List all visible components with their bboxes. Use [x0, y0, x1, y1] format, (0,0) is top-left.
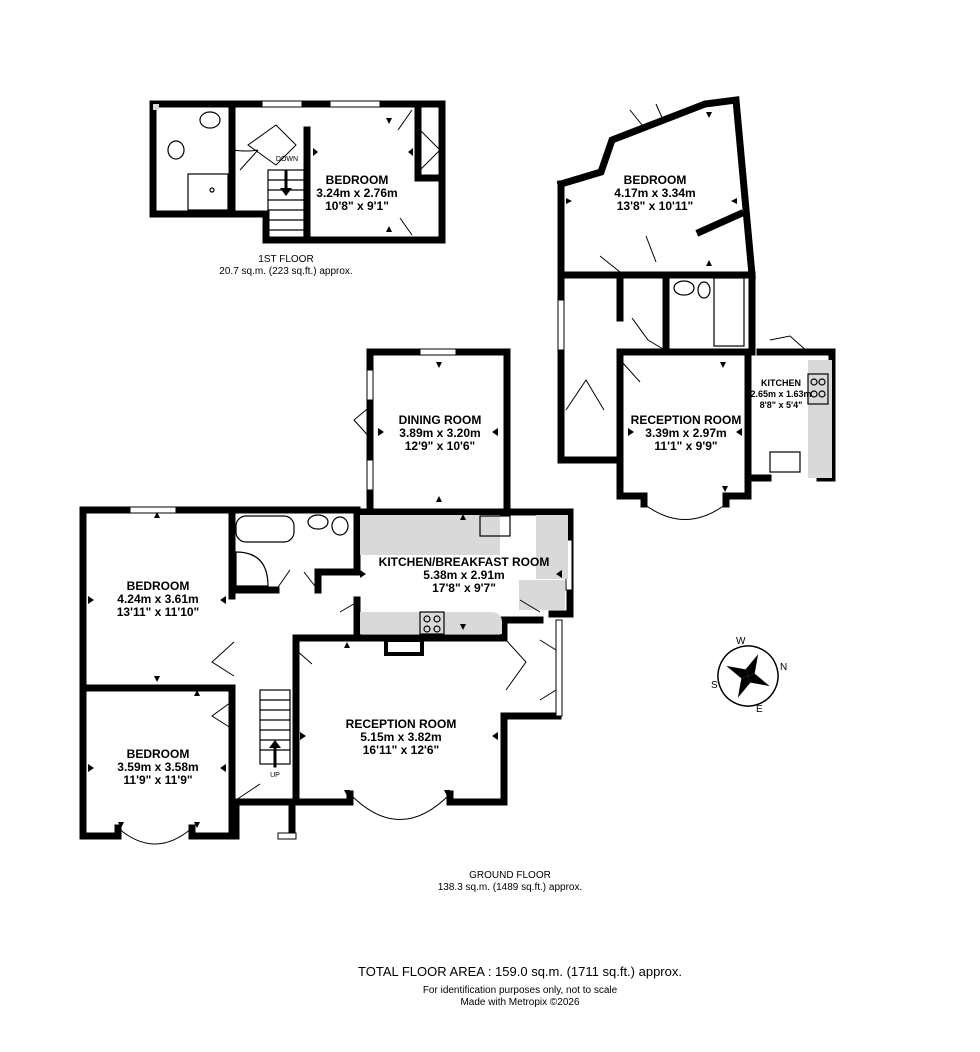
first-floor-caption: 1ST FLOOR 20.7 sq.m. (223 sq.ft.) approx…: [196, 254, 376, 278]
room-name: RECEPTION ROOM: [345, 717, 457, 731]
room-size-metric: 4.17m x 3.34m: [614, 186, 696, 200]
room-name: KITCHEN: [761, 378, 801, 388]
room-name: KITCHEN/BREAKFAST ROOM: [378, 555, 550, 569]
room-size-imperial: 11'9" x 11'9": [123, 773, 193, 787]
ground-floor-name: GROUND FLOOR: [469, 870, 551, 881]
compass-rose-icon: [717, 645, 779, 707]
identification-note: For identification purposes only, not to…: [422, 985, 618, 996]
first-floor-stairs: [267, 169, 305, 239]
metropix-credit: Made with Metropix ©2026: [460, 997, 580, 1008]
compass-letter-s: S: [711, 680, 718, 691]
room-size-metric: 3.39m x 2.97m: [645, 426, 727, 440]
room-size-metric: 3.24m x 2.76m: [316, 186, 398, 200]
kitchen-breakfast-room-label: KITCHEN/BREAKFAST ROOM 5.38m x 2.91m 17'…: [370, 556, 558, 595]
compass-letter-n: N: [780, 662, 787, 673]
annex-plan: [556, 96, 836, 520]
first-floor-bedroom-label: BEDROOM 3.24m x 2.76m 10'8" x 9'1": [302, 174, 412, 213]
room-name: RECEPTION ROOM: [630, 413, 742, 427]
room-size-imperial: 10'8" x 9'1": [325, 199, 389, 213]
room-name: BEDROOM: [126, 579, 190, 593]
room-size-imperial: 13'8" x 10'11": [616, 199, 694, 213]
total-floor-area: TOTAL FLOOR AREA : 159.0 sq.m. (1711 sq.…: [358, 964, 682, 979]
room-size-imperial: 8'8" x 5'4": [759, 400, 803, 410]
room-name: BEDROOM: [325, 173, 389, 187]
compass-letter-w: W: [736, 636, 746, 647]
room-size-imperial: 11'1" x 9'9": [654, 439, 718, 453]
down-label: DOWN: [275, 156, 299, 163]
first-floor-name: 1ST FLOOR: [258, 254, 314, 265]
room-name: BEDROOM: [623, 173, 687, 187]
room-size-metric: 4.24m x 3.61m: [117, 592, 199, 606]
dining-room-label: DINING ROOM 3.89m x 3.20m 12'9" x 10'6": [380, 414, 500, 453]
first-floor-area: 20.7 sq.m. (223 sq.ft.) approx.: [219, 266, 353, 277]
room-size-metric: 3.89m x 3.20m: [399, 426, 481, 440]
compass-letter-e: E: [756, 704, 763, 715]
ground-floor-caption: GROUND FLOOR 138.3 sq.m. (1489 sq.ft.) a…: [410, 870, 610, 894]
room-name: BEDROOM: [126, 747, 190, 761]
room-size-metric: 2.65m x 1.63m: [750, 389, 812, 399]
first-floor-plan: [149, 100, 446, 244]
bedroom-one-label: BEDROOM 4.24m x 3.61m 13'11" x 11'10": [98, 580, 218, 619]
room-size-metric: 5.38m x 2.91m: [423, 568, 505, 582]
ground-floor-stairs: [259, 689, 291, 768]
room-size-imperial: 17'8" x 9'7": [432, 581, 496, 595]
annex-bedroom-label: BEDROOM 4.17m x 3.34m 13'8" x 10'11": [600, 174, 710, 213]
ground-floor-plan: [79, 348, 574, 845]
annex-reception-room-label: RECEPTION ROOM 3.39m x 2.97m 11'1" x 9'9…: [628, 414, 744, 453]
room-size-imperial: 13'11" x 11'10": [116, 605, 200, 619]
annex-kitchen-label: KITCHEN 2.65m x 1.63m 8'8" x 5'4": [742, 378, 820, 411]
up-label: UP: [270, 772, 280, 779]
room-name: DINING ROOM: [398, 413, 482, 427]
room-size-metric: 5.15m x 3.82m: [360, 730, 442, 744]
room-size-imperial: 12'9" x 10'6": [404, 439, 476, 453]
reception-room-label: RECEPTION ROOM 5.15m x 3.82m 16'11" x 12…: [336, 718, 466, 757]
room-size-imperial: 16'11" x 12'6": [362, 743, 440, 757]
ground-floor-area: 138.3 sq.m. (1489 sq.ft.) approx.: [437, 882, 583, 893]
room-size-metric: 3.59m x 3.58m: [117, 760, 199, 774]
bedroom-two-label: BEDROOM 3.59m x 3.58m 11'9" x 11'9": [98, 748, 218, 787]
